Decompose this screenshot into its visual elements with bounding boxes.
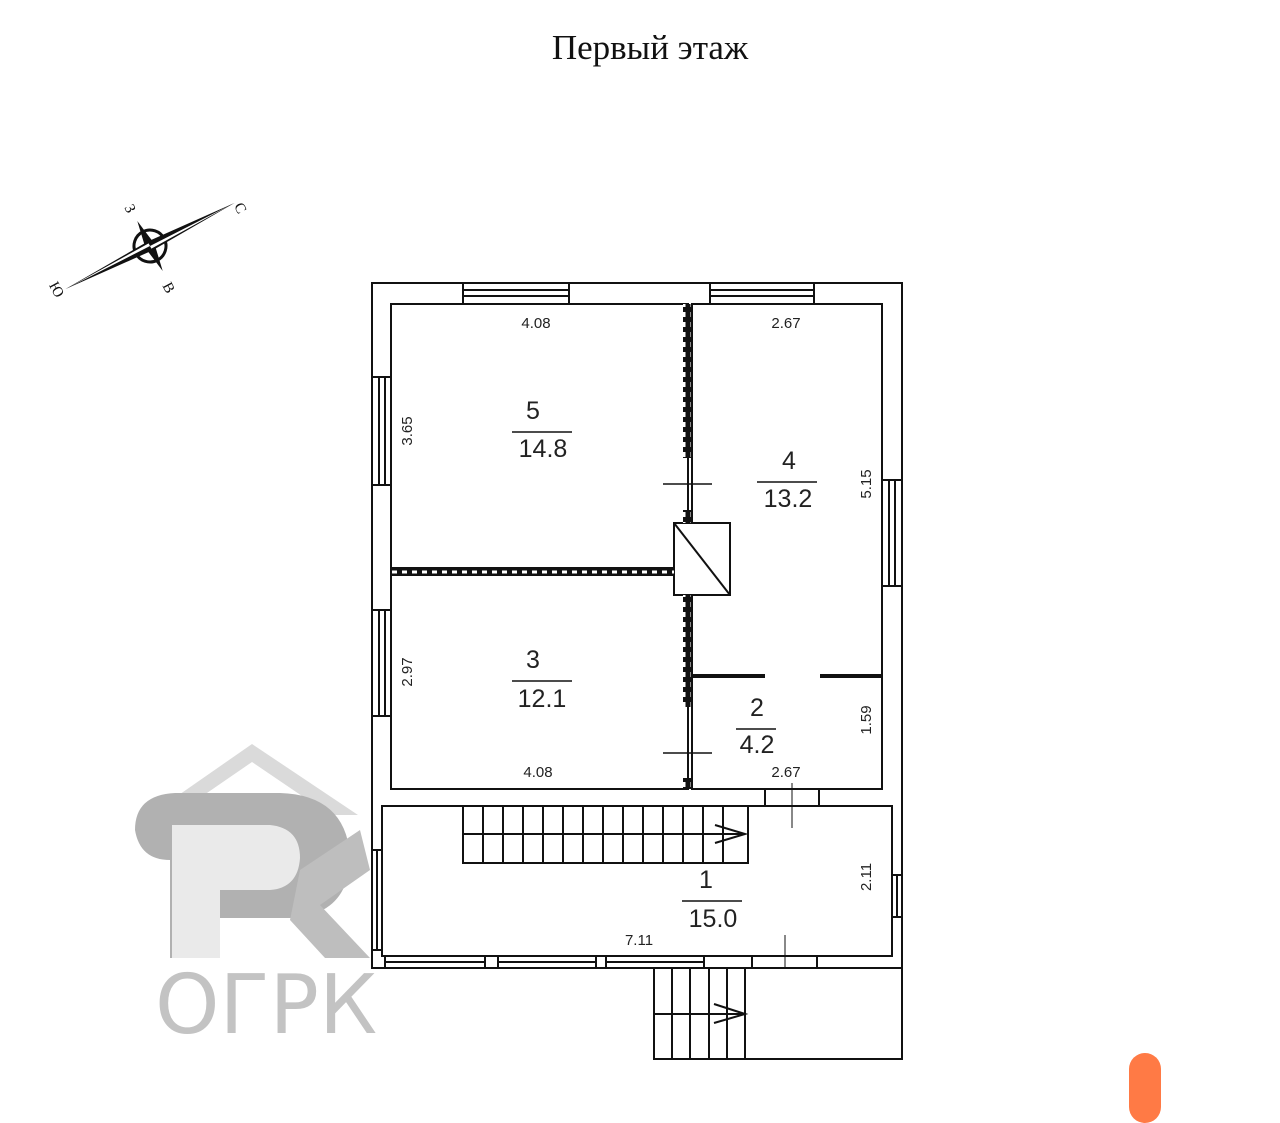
svg-text:5: 5 bbox=[526, 397, 540, 425]
room-4: 4 13.2 2.67 5.15 bbox=[757, 315, 875, 513]
compass-east-label: В bbox=[159, 280, 178, 296]
svg-text:2.67: 2.67 bbox=[771, 764, 800, 781]
svg-text:3.65: 3.65 bbox=[399, 416, 416, 445]
compass-west-label: З bbox=[121, 202, 139, 216]
svg-text:12.1: 12.1 bbox=[518, 685, 567, 713]
svg-text:4.08: 4.08 bbox=[521, 315, 550, 332]
page-title: Первый этаж bbox=[551, 28, 749, 67]
partition-wall bbox=[391, 567, 674, 576]
svg-text:1.59: 1.59 bbox=[858, 705, 875, 734]
svg-text:4.2: 4.2 bbox=[740, 731, 775, 759]
svg-text:2: 2 bbox=[750, 694, 764, 722]
compass-south-label: Ю bbox=[45, 279, 66, 300]
svg-text:14.8: 14.8 bbox=[519, 435, 568, 463]
svg-text:1: 1 bbox=[699, 866, 713, 894]
room-1: 1 15.0 7.11 2.11 bbox=[625, 863, 875, 949]
compass-north-label: С bbox=[230, 200, 249, 216]
svg-text:2.67: 2.67 bbox=[771, 315, 800, 332]
svg-text:4.08: 4.08 bbox=[523, 764, 552, 781]
svg-text:5.15: 5.15 bbox=[858, 469, 875, 498]
room-2: 2 4.2 2.67 1.59 bbox=[736, 694, 875, 781]
room-3: 3 12.1 4.08 2.97 bbox=[399, 646, 572, 781]
watermark-logo: ОГРК bbox=[135, 744, 377, 1053]
compass-rose bbox=[65, 202, 235, 290]
svg-text:7.11: 7.11 bbox=[625, 932, 653, 949]
svg-text:3: 3 bbox=[526, 646, 540, 674]
room-5: 5 14.8 4.08 3.65 bbox=[399, 315, 572, 463]
svg-text:2.11: 2.11 bbox=[858, 863, 875, 891]
svg-text:2.97: 2.97 bbox=[399, 657, 416, 686]
orange-tab-button[interactable] bbox=[1129, 1053, 1161, 1123]
svg-text:4: 4 bbox=[782, 447, 796, 475]
svg-text:15.0: 15.0 bbox=[689, 905, 738, 933]
svg-text:13.2: 13.2 bbox=[764, 485, 813, 513]
watermark-text: ОГРК bbox=[155, 958, 377, 1053]
